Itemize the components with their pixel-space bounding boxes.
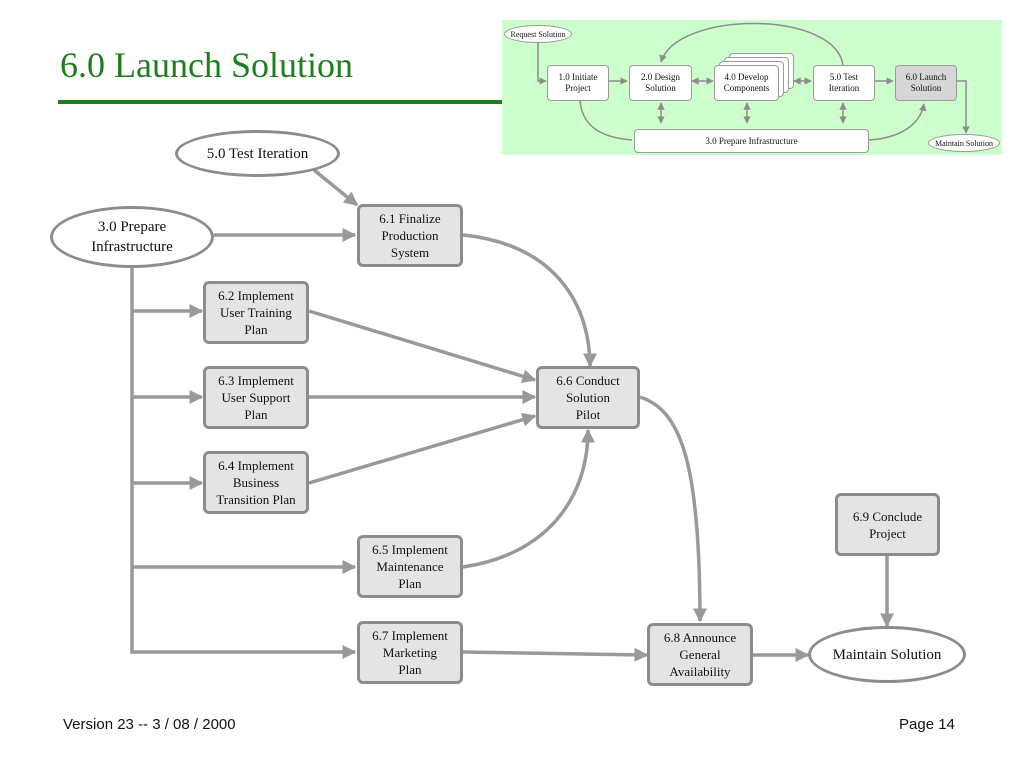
node-prepare-infrastructure: 3.0 Prepare Infrastructure <box>50 206 214 268</box>
overview-design-solution: 2.0 Design Solution <box>629 65 692 101</box>
node-conclude-project: 6.9 Conclude Project <box>835 493 940 556</box>
node-finalize-production-system: 6.1 Finalize Production System <box>357 204 463 267</box>
node-implement-maintenance-plan: 6.5 Implement Maintenance Plan <box>357 535 463 598</box>
overview-request-solution: Request Solution <box>504 25 572 43</box>
overview-initiate-project: 1.0 Initiate Project <box>547 65 609 101</box>
overview-connectors <box>537 22 970 141</box>
node-implement-business-transition-plan: 6.4 Implement Business Transition Plan <box>203 451 309 514</box>
title-underline <box>58 100 518 104</box>
overview-maintain-solution: Maintain Solution <box>928 134 1000 152</box>
node-maintain-solution: Maintain Solution <box>808 626 966 683</box>
node-implement-user-support-plan: 6.3 Implement User Support Plan <box>203 366 309 429</box>
overview-prepare-infrastructure: 3.0 Prepare Infrastructure <box>634 129 869 153</box>
node-implement-user-training-plan: 6.2 Implement User Training Plan <box>203 281 309 344</box>
overview-test-iteration: 5.0 Test Iteration <box>813 65 875 101</box>
overview-launch-solution: 6.0 Launch Solution <box>895 65 957 101</box>
slide-title: 6.0 Launch Solution <box>60 45 353 85</box>
process-overview-panel: Request Solution 1.0 Initiate Project 2.… <box>502 20 1002 155</box>
overview-develop-components: 4.0 Develop Components <box>714 65 779 101</box>
footer-version: Version 23 -- 3 / 08 / 2000 <box>63 716 236 733</box>
footer-page-number: Page 14 <box>899 716 955 733</box>
node-conduct-solution-pilot: 6.6 Conduct Solution Pilot <box>536 366 640 429</box>
node-implement-marketing-plan: 6.7 Implement Marketing Plan <box>357 621 463 684</box>
node-announce-general-availability: 6.8 Announce General Availability <box>647 623 753 686</box>
node-test-iteration: 5.0 Test Iteration <box>175 130 340 177</box>
